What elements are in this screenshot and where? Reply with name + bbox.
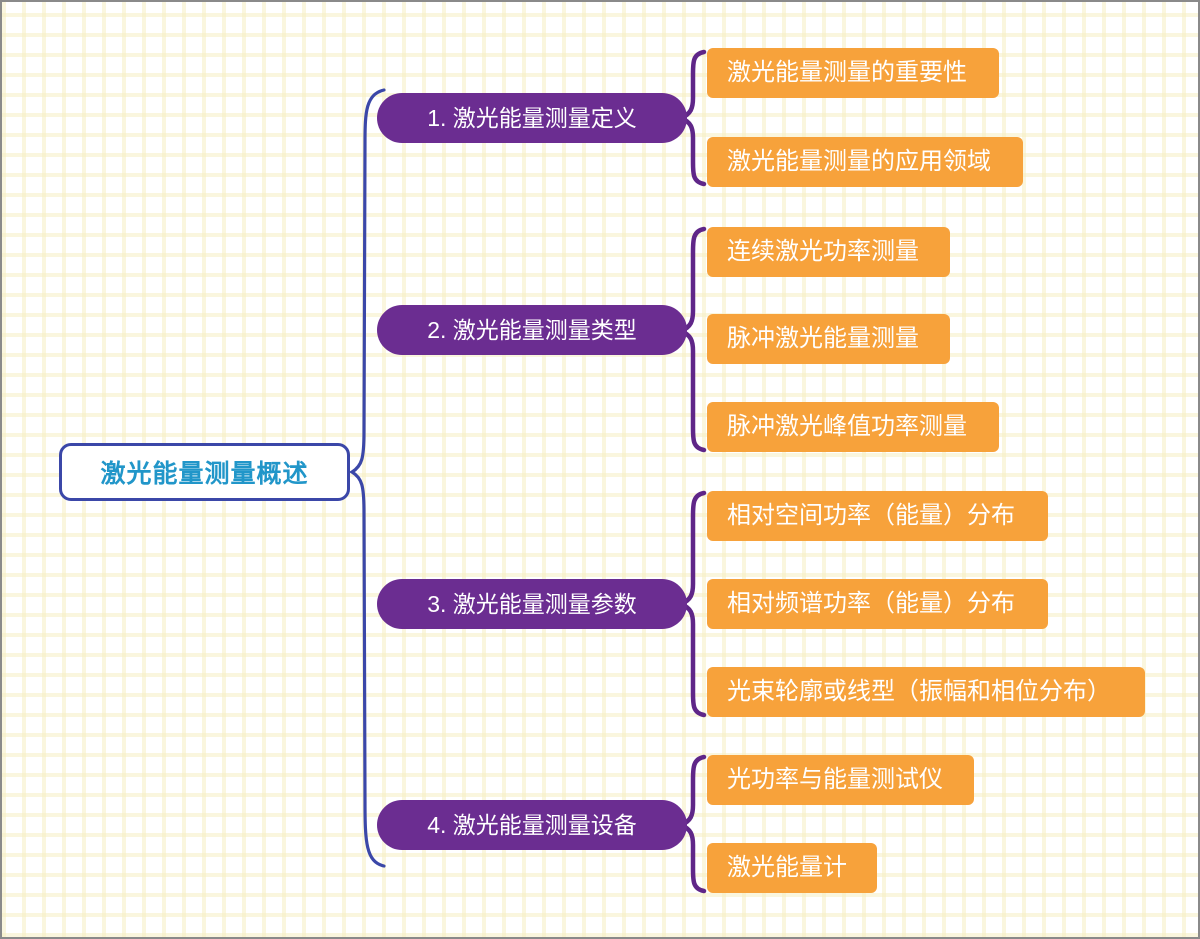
branch-node-2[interactable]: 2. 激光能量测量类型 xyxy=(377,305,687,355)
leaf-node-3-1[interactable]: 相对空间功率（能量）分布 xyxy=(707,491,1048,541)
leaf-node-1-2[interactable]: 激光能量测量的应用领域 xyxy=(707,137,1023,187)
branch-node-4[interactable]: 4. 激光能量测量设备 xyxy=(377,800,687,850)
branch-node-3[interactable]: 3. 激光能量测量参数 xyxy=(377,579,687,629)
leaf-node-3-3[interactable]: 光束轮廓或线型（振幅和相位分布） xyxy=(707,667,1145,717)
leaf-node-4-2[interactable]: 激光能量计 xyxy=(707,843,877,893)
leaf-node-2-2[interactable]: 脉冲激光能量测量 xyxy=(707,314,950,364)
root-node-label: 激光能量测量概述 xyxy=(100,460,309,488)
leaf-node-2-3[interactable]: 脉冲激光峰值功率测量 xyxy=(707,402,999,452)
leaf-node-1-1[interactable]: 激光能量测量的重要性 xyxy=(707,48,999,98)
leaf-node-4-1[interactable]: 光功率与能量测试仪 xyxy=(707,755,974,805)
branch-node-1[interactable]: 1. 激光能量测量定义 xyxy=(377,93,687,143)
leaf-node-3-2[interactable]: 相对频谱功率（能量）分布 xyxy=(707,579,1048,629)
root-node[interactable]: 激光能量测量概述 xyxy=(59,443,350,501)
root-to-branches-brace xyxy=(348,88,386,868)
leaf-node-2-1[interactable]: 连续激光功率测量 xyxy=(707,227,950,277)
